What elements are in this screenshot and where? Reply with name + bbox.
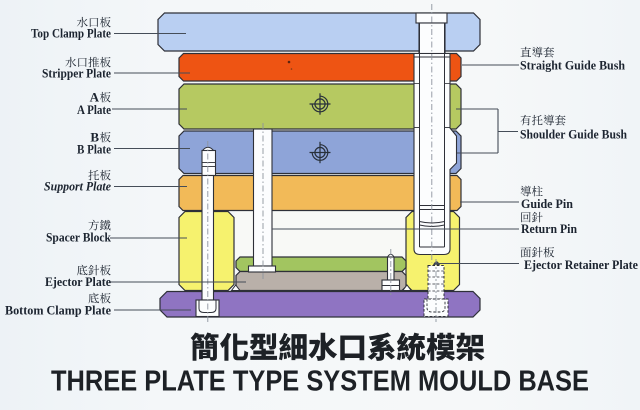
svg-text:Support Plate: Support Plate bbox=[44, 180, 112, 194]
svg-text:A Plate: A Plate bbox=[77, 103, 112, 117]
svg-text:Bottom Clamp Plate: Bottom Clamp Plate bbox=[5, 304, 112, 318]
svg-text:Return Pin: Return Pin bbox=[521, 222, 577, 236]
svg-text:Stripper Plate: Stripper Plate bbox=[42, 67, 112, 81]
svg-text:B: B bbox=[90, 130, 99, 145]
svg-text:Spacer Block: Spacer Block bbox=[46, 231, 111, 245]
svg-text:Ejector Plate: Ejector Plate bbox=[45, 275, 112, 289]
svg-text:Shoulder Guide Bush: Shoulder Guide Bush bbox=[520, 128, 627, 142]
svg-text:THREE PLATE TYPE SYSTEM MOULD: THREE PLATE TYPE SYSTEM MOULD BASE bbox=[51, 366, 589, 398]
svg-text:Ejector Retainer Plate: Ejector Retainer Plate bbox=[524, 258, 639, 272]
svg-text:B Plate: B Plate bbox=[77, 143, 112, 157]
svg-text:Guide Pin: Guide Pin bbox=[521, 197, 573, 211]
svg-text:Top Clamp Plate: Top Clamp Plate bbox=[31, 27, 112, 41]
svg-text:Straight Guide Bush: Straight Guide Bush bbox=[520, 59, 625, 73]
svg-text:A: A bbox=[90, 90, 100, 105]
